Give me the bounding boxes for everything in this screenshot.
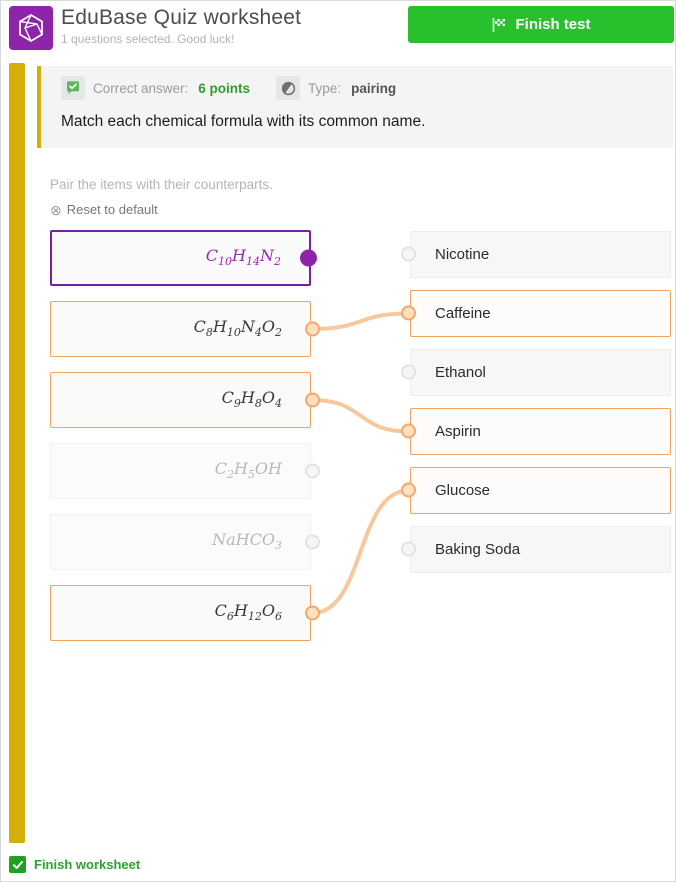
question-text: Match each chemical formula with its com… bbox=[61, 113, 426, 130]
connector-dot[interactable] bbox=[401, 364, 416, 380]
formula-item-c10h14n2[interactable]: C10H14N2 bbox=[50, 229, 317, 286]
name-item-aspirin[interactable]: Aspirin bbox=[401, 407, 671, 455]
formula-text: NaHCO3 bbox=[212, 530, 282, 553]
edubase-logo-icon bbox=[9, 6, 53, 50]
name-column: Nicotine Caffeine Ethanol Aspirin Glucos… bbox=[401, 230, 671, 573]
formula-text: C9H8O4 bbox=[221, 388, 282, 411]
connector-dot[interactable] bbox=[401, 423, 416, 439]
connector-dot[interactable] bbox=[300, 249, 317, 266]
finish-worksheet-label: Finish worksheet bbox=[34, 857, 141, 872]
connector-dot[interactable] bbox=[401, 482, 416, 498]
connector-dot[interactable] bbox=[305, 534, 320, 549]
formula-text: C6H12O6 bbox=[214, 601, 282, 624]
finish-worksheet-checkbox[interactable] bbox=[9, 856, 26, 873]
progress-side-bar bbox=[9, 63, 25, 843]
pairing-area: C10H14N2 C8H10N4O2 C9H8O4 C2H5OH NaHCO3 … bbox=[50, 229, 673, 650]
question-type-icon bbox=[276, 76, 301, 100]
type-group: Type: pairing bbox=[276, 76, 396, 100]
name-item-glucose[interactable]: Glucose bbox=[401, 466, 671, 514]
question-card: Correct answer: 6 points Type: pairing M… bbox=[37, 66, 673, 148]
reset-to-default-button[interactable]: ⊗ Reset to default bbox=[50, 202, 158, 217]
reset-circle-x-icon: ⊗ bbox=[50, 201, 62, 218]
connector-dot[interactable] bbox=[305, 321, 320, 336]
name-text: Glucose bbox=[435, 481, 491, 499]
formula-item-nahco3[interactable]: NaHCO3 bbox=[50, 513, 320, 570]
connector-dot[interactable] bbox=[401, 305, 416, 321]
name-text: Nicotine bbox=[435, 245, 490, 263]
formula-item-c8h10n4o2[interactable]: C8H10N4O2 bbox=[50, 300, 320, 357]
type-label: Type: bbox=[308, 80, 342, 96]
formula-text: C8H10N4O2 bbox=[193, 317, 282, 340]
finish-worksheet-row[interactable]: Finish worksheet bbox=[9, 856, 140, 873]
connector-dot[interactable] bbox=[305, 463, 320, 478]
question-meta-row: Correct answer: 6 points Type: pairing bbox=[61, 76, 653, 100]
formula-item-c9h8o4[interactable]: C9H8O4 bbox=[50, 371, 320, 428]
correct-answer-icon bbox=[61, 76, 85, 100]
header: EduBase Quiz worksheet 1 questions selec… bbox=[1, 1, 675, 57]
connector-dot[interactable] bbox=[401, 541, 416, 557]
formula-text: C10H14N2 bbox=[205, 246, 281, 269]
connector-dot[interactable] bbox=[305, 392, 320, 407]
name-item-ethanol[interactable]: Ethanol bbox=[401, 348, 671, 396]
connector-dot[interactable] bbox=[401, 246, 416, 262]
name-item-caffeine[interactable]: Caffeine bbox=[401, 289, 671, 337]
finish-test-button[interactable]: Finish test bbox=[408, 6, 674, 43]
reset-label: Reset to default bbox=[66, 202, 158, 217]
question-panel: Correct answer: 6 points Type: pairing M… bbox=[37, 66, 673, 148]
name-text: Ethanol bbox=[435, 363, 486, 381]
page-title: EduBase Quiz worksheet bbox=[61, 6, 302, 29]
title-block: EduBase Quiz worksheet 1 questions selec… bbox=[61, 6, 301, 46]
type-value: pairing bbox=[351, 80, 397, 96]
name-text: Caffeine bbox=[435, 304, 491, 322]
finish-test-label: Finish test bbox=[515, 16, 591, 33]
correct-answer-label: Correct answer: bbox=[93, 80, 189, 96]
connector-dot[interactable] bbox=[305, 605, 320, 620]
name-item-nicotine[interactable]: Nicotine bbox=[401, 230, 671, 278]
formula-column: C10H14N2 C8H10N4O2 C9H8O4 C2H5OH NaHCO3 … bbox=[50, 229, 320, 641]
page-subtitle: 1 questions selected. Good luck! bbox=[61, 32, 235, 46]
name-text: Baking Soda bbox=[435, 540, 521, 558]
pairing-instruction: Pair the items with their counterparts. bbox=[50, 177, 273, 192]
name-item-baking-soda[interactable]: Baking Soda bbox=[401, 525, 671, 573]
checkered-flag-icon bbox=[491, 17, 507, 33]
formula-item-c6h12o6[interactable]: C6H12O6 bbox=[50, 584, 320, 641]
pairing-section: Pair the items with their counterparts. … bbox=[50, 177, 673, 650]
formula-text: C2H5OH bbox=[214, 459, 282, 482]
name-text: Aspirin bbox=[435, 422, 481, 440]
formula-item-c2h5oh[interactable]: C2H5OH bbox=[50, 442, 320, 499]
points-value: 6 points bbox=[198, 80, 251, 96]
